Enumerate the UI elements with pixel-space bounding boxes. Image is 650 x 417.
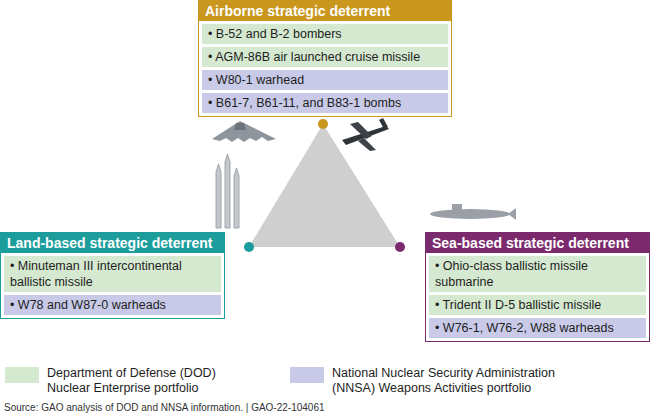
item-text: • Ohio-class ballistic missile submarine xyxy=(435,258,640,290)
legend-text: National Nuclear Security Administration… xyxy=(332,366,582,396)
portfolio-item: • B-52 and B-2 bombers xyxy=(202,24,448,44)
item-text: • B61-7, B61-11, and B83-1 bombs xyxy=(208,95,442,111)
legend-swatch xyxy=(290,367,324,383)
missile-icons xyxy=(216,154,239,228)
item-text: • W80-1 warhead xyxy=(208,72,442,88)
deterrent-panel: Land-based strategic deterrent • Minutema… xyxy=(0,232,225,319)
source-note: Source: GAO analysis of DOD and NNSA inf… xyxy=(4,402,325,414)
item-text: • Minuteman III intercontinental ballist… xyxy=(10,258,215,290)
deterrent-panel: Sea-based strategic deterrent • Ohio-clas… xyxy=(425,232,650,342)
triad-triangle xyxy=(249,124,400,247)
portfolio-item: • B61-7, B61-11, and B83-1 bombs xyxy=(202,93,448,113)
b2-bomber xyxy=(212,121,276,142)
submarine xyxy=(430,204,516,220)
item-text: • W78 and W87-0 warheads xyxy=(10,297,215,313)
item-text: • Trident II D-5 ballistic missile xyxy=(435,297,640,313)
panel-heading: Airborne strategic deterrent xyxy=(199,1,451,21)
item-text: • B-52 and B-2 bombers xyxy=(208,26,442,42)
portfolio-item: • W78 and W87-0 warheads xyxy=(4,295,221,315)
panel-heading: Land-based strategic deterrent xyxy=(1,233,224,253)
item-text: • AGM-86B air launched cruise missile xyxy=(208,49,442,65)
b52-bomber xyxy=(342,118,389,151)
vertex-dot xyxy=(244,242,254,252)
vertex-dot xyxy=(395,242,405,252)
portfolio-item: • Trident II D-5 ballistic missile xyxy=(429,295,646,315)
deterrent-panel: Airborne strategic deterrent • B-52 and B… xyxy=(198,0,452,117)
portfolio-item: • AGM-86B air launched cruise missile xyxy=(202,47,448,67)
panel-heading: Sea-based strategic deterrent xyxy=(426,233,649,253)
legend-swatch xyxy=(5,367,39,383)
portfolio-item: • Minuteman III intercontinental ballist… xyxy=(4,256,221,292)
portfolio-item: • Ohio-class ballistic missile submarine xyxy=(429,256,646,292)
legend-text: Department of Defense (DOD) Nuclear Ente… xyxy=(47,366,237,396)
vertex-dot xyxy=(318,119,328,129)
portfolio-item: • W80-1 warhead xyxy=(202,70,448,90)
portfolio-item: • W76-1, W76-2, W88 warheads xyxy=(429,318,646,338)
item-text: • W76-1, W76-2, W88 warheads xyxy=(435,320,640,336)
